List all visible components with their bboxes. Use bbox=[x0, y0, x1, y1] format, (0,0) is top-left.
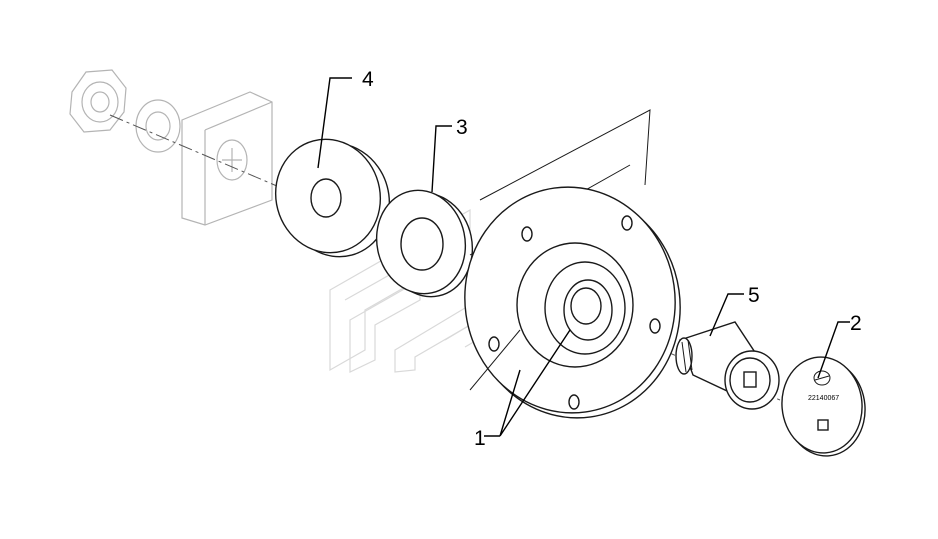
callout-2: 2 bbox=[850, 312, 862, 335]
callout-5: 5 bbox=[748, 284, 760, 307]
washer-part-4 bbox=[274, 138, 391, 258]
ghost-lock-washer bbox=[135, 99, 181, 153]
callout-1: 1 bbox=[474, 427, 486, 450]
cap-stamp-text: 22140067 bbox=[808, 395, 839, 402]
leader-2 bbox=[817, 321, 850, 379]
callout-4: 4 bbox=[362, 68, 374, 91]
cap-part-2: 22140067 bbox=[781, 356, 866, 457]
leader-5 bbox=[709, 293, 744, 337]
ghost-hex-nut bbox=[69, 69, 127, 133]
callout-3: 3 bbox=[456, 116, 468, 139]
leader-1 bbox=[484, 329, 571, 437]
disc-hub-part-1 bbox=[464, 109, 681, 419]
bolt-part-5 bbox=[675, 321, 780, 410]
leader-4 bbox=[317, 77, 352, 169]
spacer-part-3 bbox=[375, 189, 474, 298]
ghost-mounting-bracket bbox=[181, 91, 273, 226]
leader-3 bbox=[431, 125, 452, 193]
